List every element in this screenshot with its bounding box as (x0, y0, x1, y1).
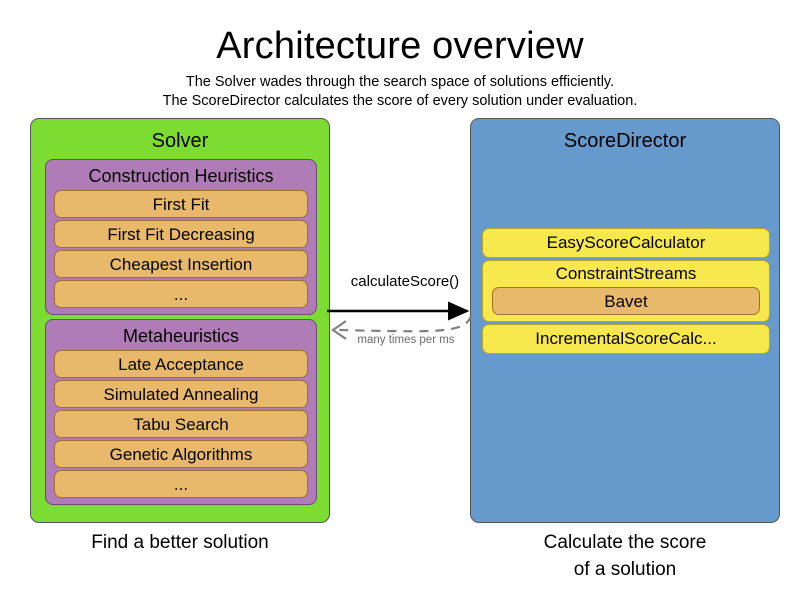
list-item: Late Acceptance (54, 350, 308, 378)
score-calculators-stack: EasyScoreCalculator ConstraintStreams Ba… (482, 228, 770, 356)
arrows-svg (327, 301, 473, 340)
diagram-header: Architecture overview The Solver wades t… (0, 24, 800, 111)
subtitle-line-1: The Solver wades through the search spac… (185, 74, 615, 90)
connection-arrows (325, 258, 485, 358)
list-item: ... (54, 470, 308, 498)
list-item: Cheapest Insertion (54, 250, 308, 278)
solver-panel-title: Solver (151, 130, 209, 152)
metaheuristics-group: Metaheuristics Late Acceptance Simulated… (45, 319, 317, 505)
list-item: Genetic Algorithms (54, 440, 308, 468)
construction-heuristics-group: Construction Heuristics First Fit First … (45, 159, 317, 315)
scoredirector-panel-title: ScoreDirector (563, 130, 687, 152)
constraint-streams-box: ConstraintStreams Bavet (482, 260, 770, 322)
page-title: Architecture overview (216, 25, 584, 67)
subtitle-line-2: The ScoreDirector calculates the score o… (162, 93, 638, 109)
list-item: Tabu Search (54, 410, 308, 438)
list-item: Simulated Annealing (54, 380, 308, 408)
solver-panel: Solver Construction Heuristics First Fit… (30, 118, 330, 523)
calculate-score-label: calculateScore() (350, 273, 460, 290)
many-times-per-ms-label: many times per ms (357, 334, 455, 346)
metaheuristics-title: Metaheuristics (122, 326, 240, 346)
list-item: First Fit Decreasing (54, 220, 308, 248)
list-item: ... (54, 280, 308, 308)
incremental-score-calculator-box: IncrementalScoreCalc... (482, 324, 770, 354)
scoredirector-caption-line-1: Calculate the score (543, 532, 707, 553)
easy-score-calculator-box: EasyScoreCalculator (482, 228, 770, 258)
bavet-box: Bavet (492, 287, 760, 315)
scoredirector-caption: Calculate the score of a solution (470, 529, 780, 583)
scoredirector-panel: ScoreDirector EasyScoreCalculator Constr… (470, 118, 780, 523)
list-item: First Fit (54, 190, 308, 218)
many-times-per-ms-arrowhead (331, 320, 347, 340)
solver-caption: Find a better solution (30, 529, 330, 556)
construction-heuristics-title: Construction Heuristics (88, 166, 274, 186)
solver-caption-line: Find a better solution (91, 532, 269, 553)
scoredirector-caption-line-2: of a solution (573, 559, 677, 580)
constraint-streams-label: ConstraintStreams (555, 264, 697, 283)
many-times-per-ms-arrow (338, 315, 473, 333)
